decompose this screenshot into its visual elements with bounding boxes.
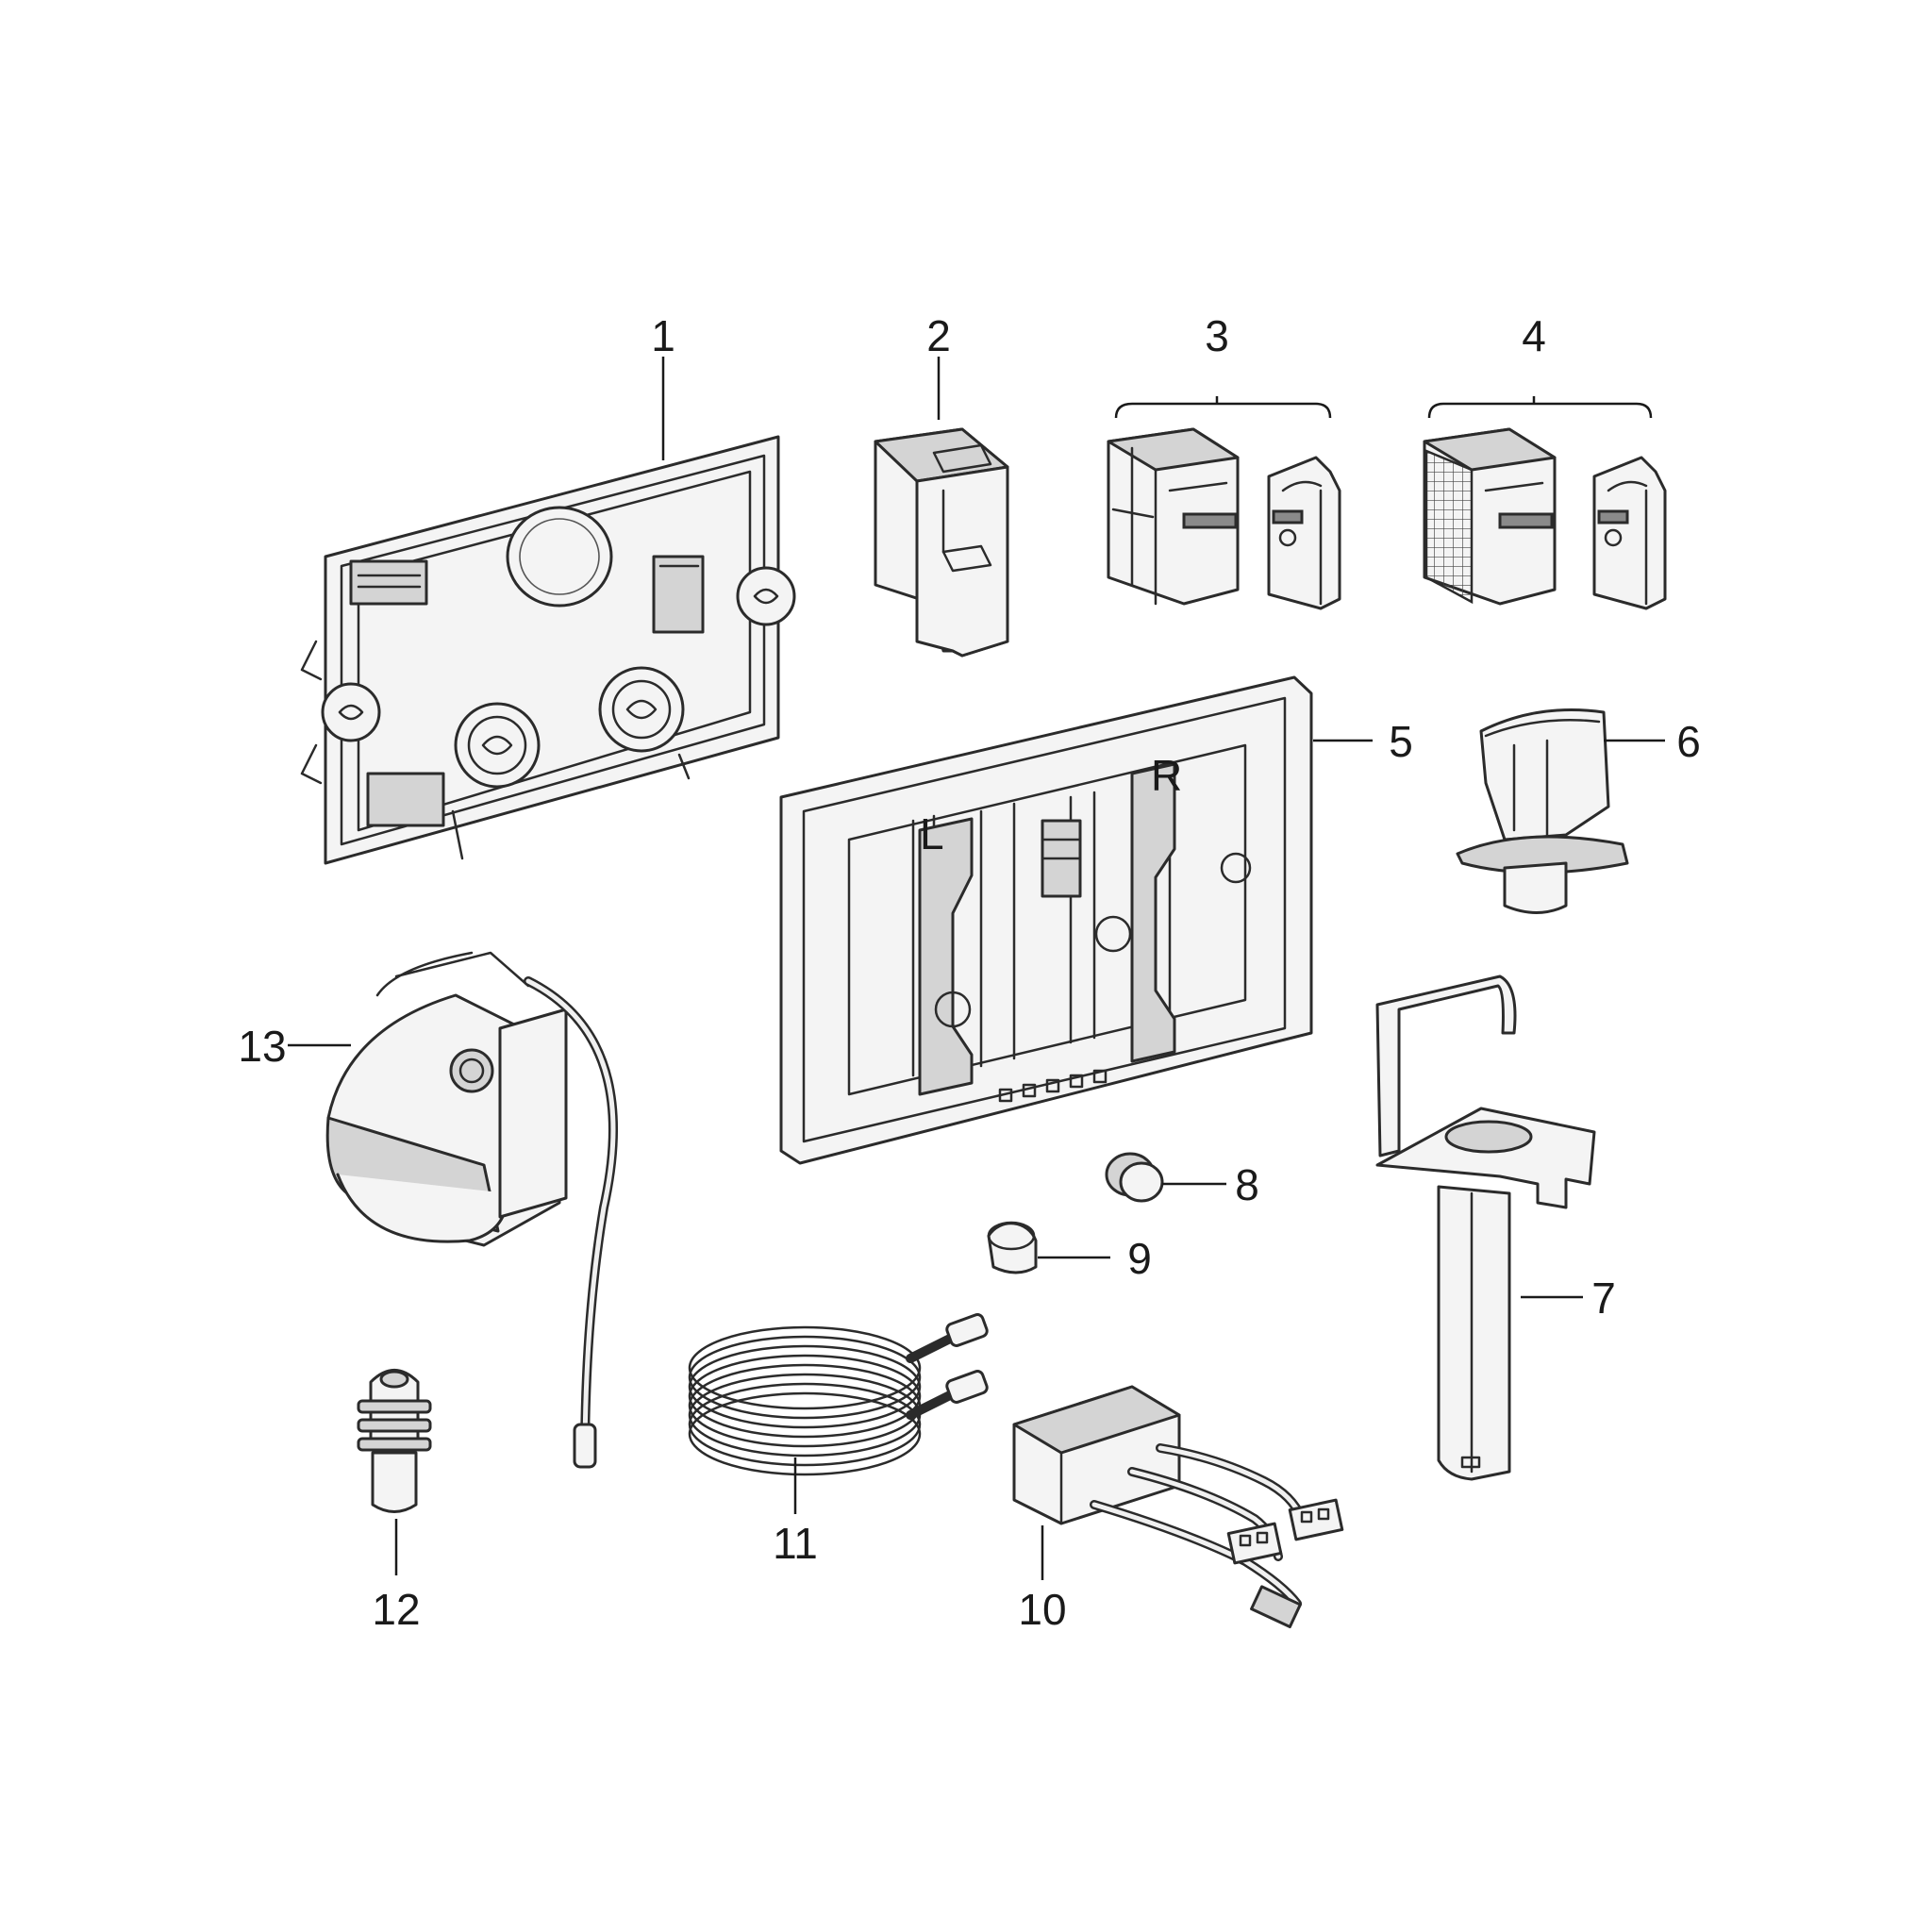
valve-insert-icon bbox=[357, 1369, 432, 1513]
callout-3: 3 bbox=[1205, 311, 1229, 360]
coiled-cable-icon bbox=[688, 1313, 989, 1476]
callout-10: 10 bbox=[1018, 1585, 1066, 1634]
callout-4: 4 bbox=[1522, 311, 1546, 360]
cartridge-set-icon bbox=[1107, 427, 1341, 610]
plug-cap-icon bbox=[1105, 1152, 1164, 1203]
cup-holder-icon bbox=[1456, 708, 1629, 914]
callout-12: 12 bbox=[372, 1585, 420, 1634]
callout-13: 13 bbox=[238, 1022, 286, 1071]
actuator-frame-icon: L R bbox=[779, 675, 1313, 1165]
callout-5: 5 bbox=[1389, 717, 1413, 766]
callout-9: 9 bbox=[1127, 1234, 1152, 1283]
leader-4 bbox=[1427, 396, 1653, 419]
frame-marking-left: L bbox=[920, 809, 944, 858]
end-cap-icon bbox=[987, 1221, 1038, 1274]
frame-marking-right: R bbox=[1151, 751, 1182, 800]
callout-8: 8 bbox=[1235, 1160, 1259, 1209]
callout-11: 11 bbox=[773, 1519, 818, 1568]
mounting-plate-icon bbox=[300, 435, 796, 865]
callout-6: 6 bbox=[1676, 717, 1701, 766]
callout-7: 7 bbox=[1591, 1274, 1616, 1323]
leader-3 bbox=[1114, 396, 1332, 419]
power-supply-icon bbox=[1012, 1385, 1344, 1629]
motor-unit-icon bbox=[325, 951, 618, 1469]
bracket-stand-icon bbox=[1375, 974, 1596, 1481]
callout-numbers: 1 2 3 4 5 6 7 8 9 10 11 12 13 bbox=[238, 311, 1700, 1634]
module-housing-icon bbox=[874, 427, 1009, 658]
callout-leaders bbox=[288, 357, 1665, 1580]
callout-1: 1 bbox=[651, 311, 675, 360]
callout-2: 2 bbox=[926, 311, 951, 360]
filter-cartridge-set-icon bbox=[1423, 427, 1667, 610]
